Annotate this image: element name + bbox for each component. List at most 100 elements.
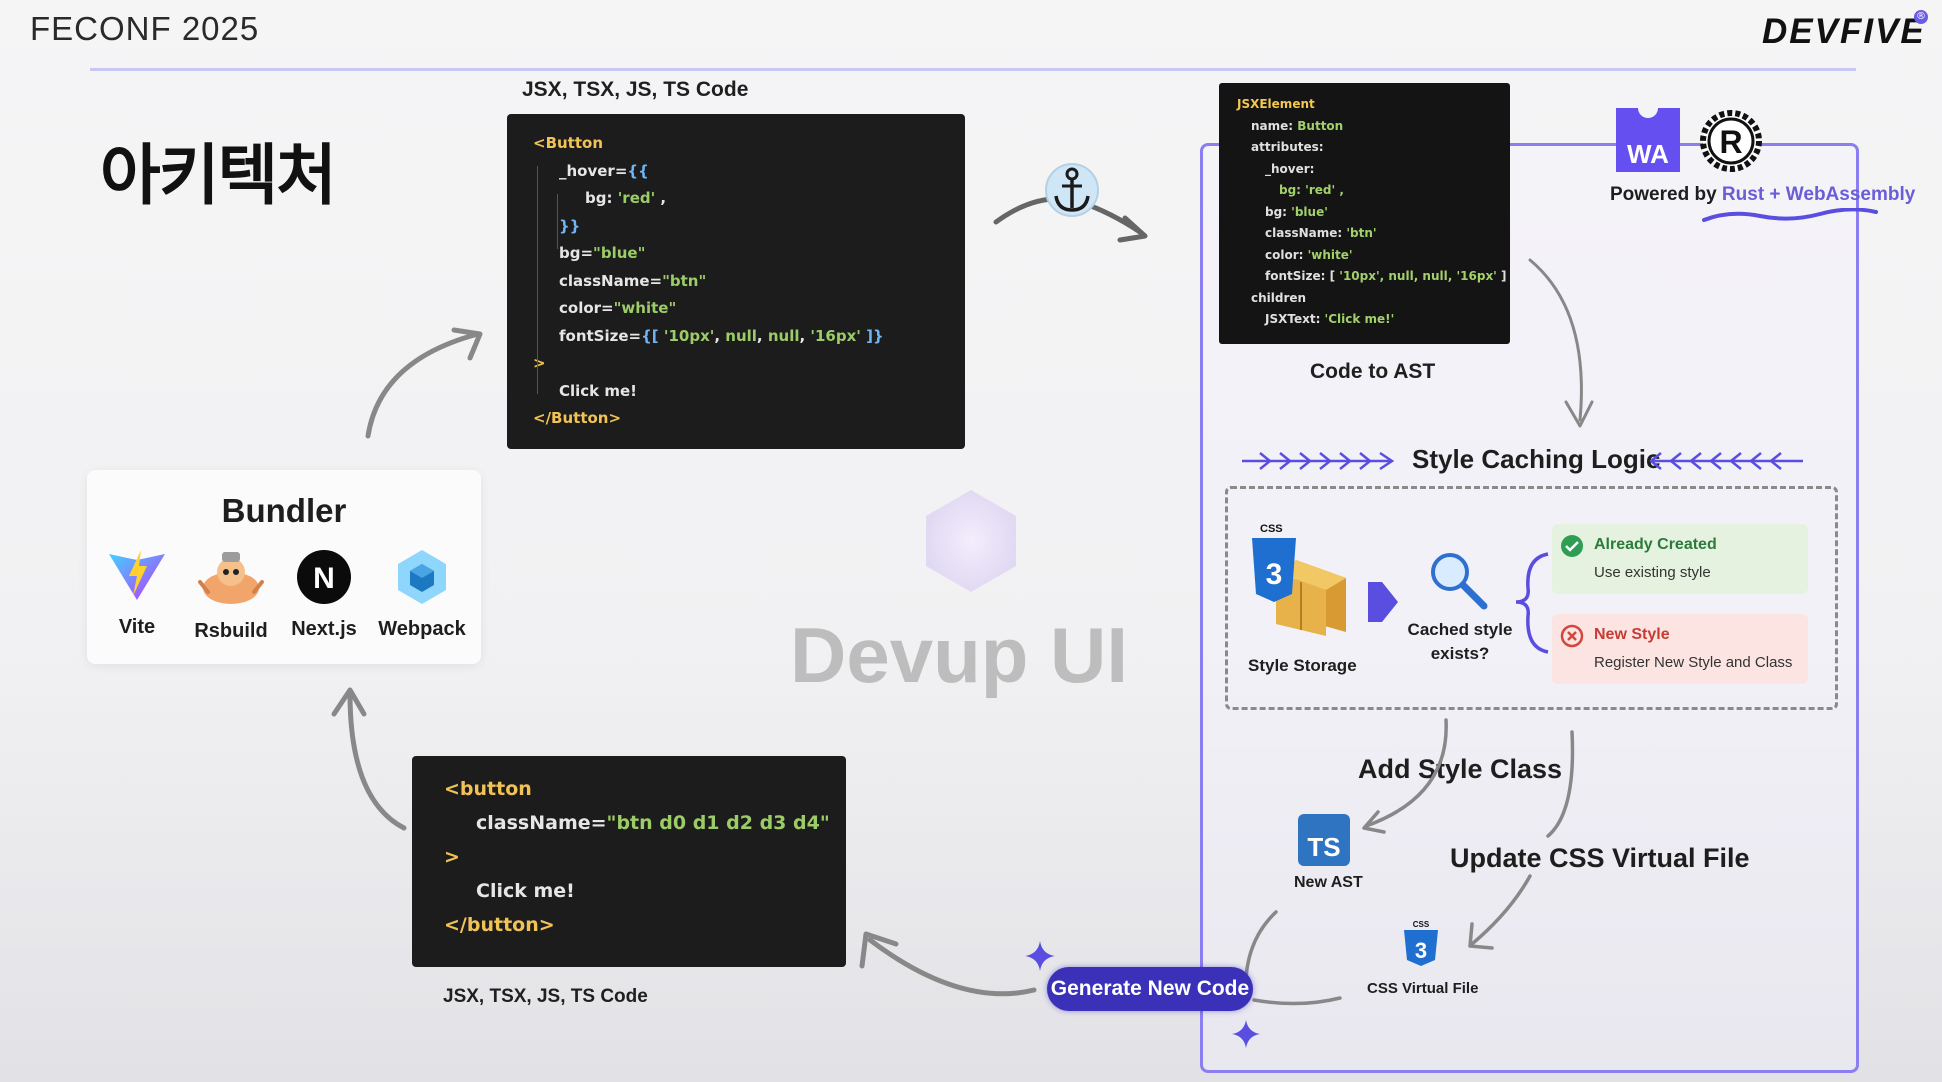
code-line: bg: 'blue': [1265, 205, 1328, 219]
code-token: name:: [1251, 118, 1298, 133]
svg-text:CSS: CSS: [1260, 523, 1283, 535]
conference-title: FECONF 2025: [30, 10, 260, 47]
ast-to-cache-arrow: [1528, 258, 1594, 428]
bundler-label: Next.js: [291, 618, 357, 640]
generate-to-output-arrow: [859, 931, 1037, 997]
code-token: ,: [799, 326, 811, 345]
code-line: bg: 'red' ,: [1279, 183, 1344, 197]
bundler-item-vite: Vite: [92, 548, 182, 639]
code-token: 'btn': [1346, 226, 1377, 240]
code-token: null: [767, 326, 800, 345]
code-line: >: [444, 846, 460, 868]
code-line: JSXElement: [1237, 97, 1315, 111]
anchor-icon: [1045, 163, 1099, 217]
code-line: className="btn": [559, 272, 706, 290]
code-token: ]: [1496, 269, 1507, 283]
sparkle-icon: [1025, 941, 1055, 971]
indent-guide: [537, 166, 538, 394]
bundler-item-nextjs: N Next.js: [279, 548, 369, 641]
ast-block: JSXElement name: Button attributes: _hover:…: [1219, 83, 1510, 344]
scribble-underline: [1702, 208, 1878, 222]
code-line: attributes:: [1251, 140, 1324, 154]
code-line: <button: [444, 778, 532, 800]
devup-watermark: Devup UI: [790, 611, 1129, 699]
code-token: '10px': [663, 326, 715, 345]
bundler-card: Bundler Vite Rsbuild N Next.js: [87, 470, 481, 664]
code-line: </Button>: [533, 409, 621, 427]
output-to-bundler-arrow: [331, 687, 407, 831]
code-token: <button: [444, 778, 532, 800]
code-token: ,: [714, 326, 726, 345]
code-token: {{: [627, 161, 649, 180]
brand-registered-mark: ®: [1914, 10, 1928, 24]
code-line: >: [533, 354, 546, 372]
caching-title: Style Caching Logic: [1412, 444, 1661, 474]
chevrons-left-decor: [1242, 451, 1395, 471]
code-token: {[: [641, 326, 664, 345]
code-token: "blue": [593, 244, 646, 262]
nextjs-icon: N: [297, 550, 351, 604]
update-css-label: Update CSS Virtual File: [1450, 843, 1750, 873]
cached-style-question: Cached style exists?: [1407, 620, 1513, 663]
code-token: ]}: [860, 326, 884, 345]
code-token: '10px', null, null, '16px': [1339, 269, 1497, 283]
check-icon: [1561, 535, 1583, 557]
rsbuild-icon: [198, 552, 264, 604]
bundler-label: Rsbuild: [194, 620, 268, 642]
add-style-arrow: [1362, 718, 1448, 834]
code-line: _hover={{: [559, 162, 649, 180]
vite-icon: [109, 550, 165, 600]
already-created-title: Already Created: [1594, 536, 1717, 553]
svg-text:N: N: [313, 562, 335, 595]
update-css-arrow: [1468, 730, 1575, 950]
code-token: children: [1251, 290, 1307, 305]
code-token: }}: [559, 216, 581, 235]
code-token: 'white': [1307, 247, 1353, 262]
code-token: bg:: [585, 189, 618, 207]
new-style-card: New Style Register New Style and Class: [1552, 614, 1808, 684]
powered-by-prefix: Powered by: [1610, 184, 1722, 205]
svg-text:WA: WA: [1627, 139, 1669, 169]
powered-by-tech: Rust + WebAssembly: [1721, 184, 1916, 205]
header-divider: [90, 68, 1856, 71]
code-token: bg:: [1265, 204, 1292, 219]
generate-new-code-button[interactable]: Generate New Code: [1047, 967, 1253, 1011]
chevrons-right-decor: [1648, 452, 1803, 470]
new-style-desc: Register New Style and Class: [1594, 654, 1793, 671]
code-token: 'blue': [1291, 204, 1328, 219]
bundler-to-source-arrow: [365, 327, 483, 439]
indent-guide: [557, 194, 558, 249]
code-line: bg="blue": [559, 244, 645, 262]
code-token: JSXElement: [1237, 97, 1315, 111]
svg-text:R: R: [1719, 124, 1742, 160]
code-line: color: 'white': [1265, 248, 1353, 262]
bundler-label: Webpack: [378, 618, 466, 640]
rust-icon: R: [1700, 110, 1762, 172]
svg-text:CSS: CSS: [1413, 920, 1430, 929]
parse-arrow: [993, 163, 1148, 243]
code-token: JSXText:: [1265, 312, 1325, 326]
powered-by-text: Powered by Rust + WebAssembly: [1610, 184, 1915, 206]
code-line: JSXText: 'Click me!': [1265, 312, 1394, 326]
code-token: </Button>: [533, 409, 622, 427]
code-token: "btn": [662, 271, 707, 290]
code-token: _hover:: [1265, 161, 1315, 176]
code-token: '16px': [810, 326, 861, 345]
svg-text:TS: TS: [1307, 832, 1340, 862]
bundler-title: Bundler: [221, 492, 347, 529]
typescript-icon: TS: [1298, 814, 1350, 866]
code-token: color:: [1265, 247, 1308, 262]
code-line: fontSize: [ '10px', null, null, '16px' ]: [1265, 269, 1507, 283]
code-token: Button: [1297, 118, 1344, 133]
code-token: className=: [476, 812, 607, 834]
code-token: >: [444, 846, 460, 868]
right-arrow-icon: [1368, 582, 1398, 622]
style-caching-box: [1225, 486, 1838, 710]
code-line: fontSize={[ '10px', null, null, '16px' ]…: [559, 327, 884, 345]
code-token: className:: [1265, 226, 1347, 240]
already-created-card: Already Created Use existing style: [1552, 524, 1808, 594]
code-line: Click me!: [559, 382, 637, 400]
code-line: }}: [559, 217, 580, 235]
code-token: "white": [613, 299, 677, 317]
code-token: className=: [559, 271, 663, 290]
